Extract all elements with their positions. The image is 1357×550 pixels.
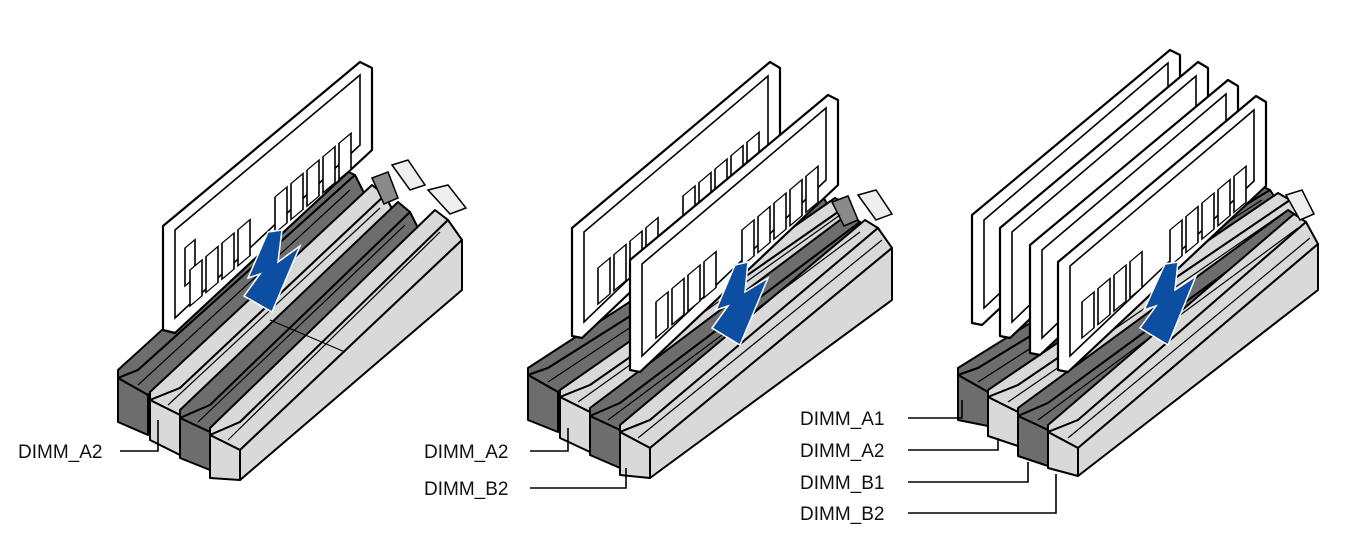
slot-label-dimm-b1: DIMM_B1: [800, 473, 884, 494]
leader-line: [530, 428, 569, 452]
leader-line: [908, 400, 963, 419]
leader-line: [530, 468, 627, 489]
slot-label-dimm-b2: DIMM_B2: [424, 479, 508, 500]
insert-arrow-icon: [710, 261, 770, 347]
leader-line: [908, 474, 1057, 514]
slot-label-dimm-a2: DIMM_A2: [424, 442, 508, 463]
panel-four-dimms: DIMM_A1 DIMM_A2 DIMM_B1 DIMM_B2: [800, 48, 1319, 525]
memory-module-icon: [161, 60, 374, 335]
slot-label-dimm-a1: DIMM_A1: [800, 409, 884, 430]
panel-one-dimm: DIMM_A2: [18, 60, 468, 481]
slot-label-dimm-a2: DIMM_A2: [800, 441, 884, 462]
leader-line: [908, 462, 1029, 483]
slot-label-dimm-a2: DIMM_A2: [18, 442, 102, 463]
leader-line: [908, 438, 999, 451]
insert-arrow-icon: [242, 229, 302, 314]
memory-module-icon: [1056, 94, 1268, 374]
panel-two-dimms: DIMM_A2 DIMM_B2: [424, 60, 894, 500]
leader-line: [120, 420, 159, 452]
insert-arrow-icon: [1138, 261, 1198, 347]
memory-module-icon: [628, 93, 840, 374]
slot-label-dimm-b2: DIMM_B2: [800, 504, 884, 525]
